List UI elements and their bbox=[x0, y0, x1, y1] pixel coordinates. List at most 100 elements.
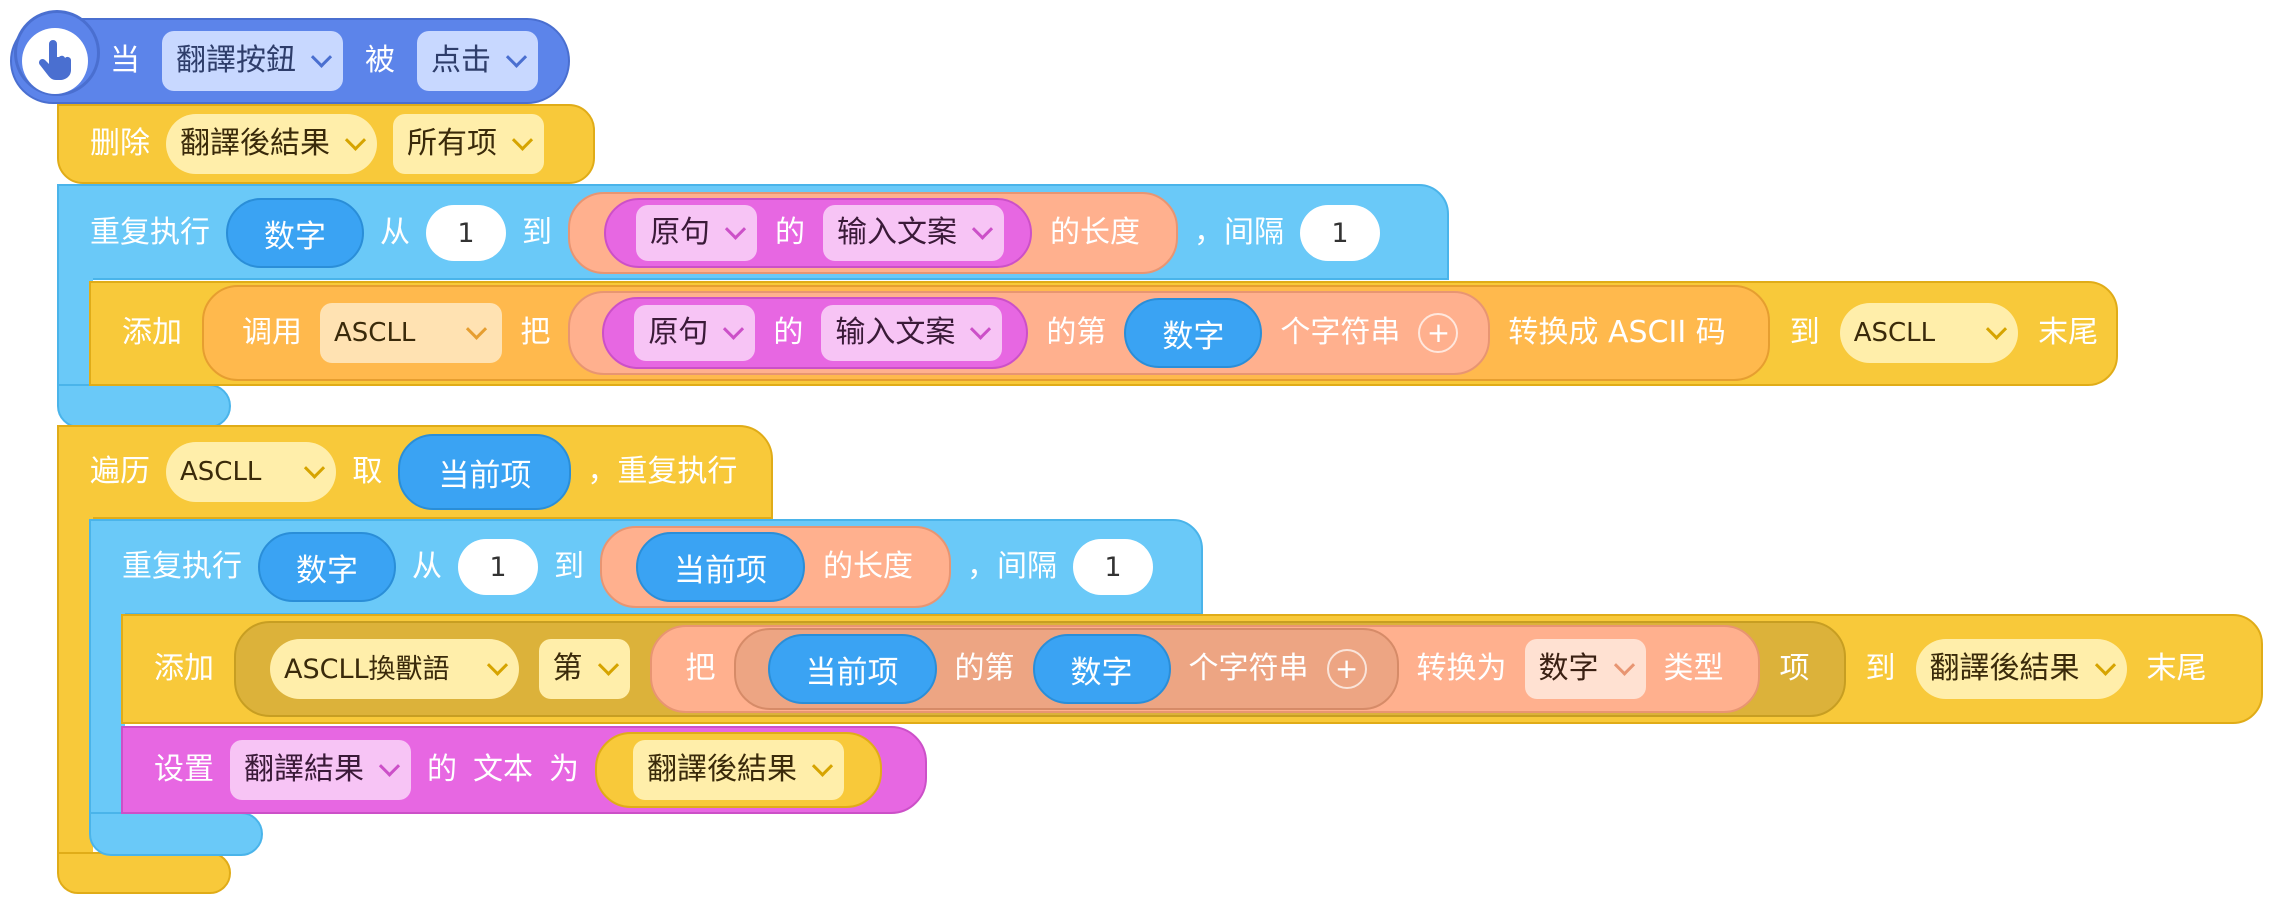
foreach-block-arm bbox=[57, 516, 93, 856]
event-action-dropdown[interactable]: 点击 bbox=[417, 31, 538, 91]
delete-which-value: 所有项 bbox=[407, 126, 497, 161]
repeat1-property-value: 输入文案 bbox=[837, 215, 957, 250]
repeat2-step-label: ，间隔 bbox=[967, 549, 1057, 584]
event-component-dropdown[interactable]: 翻譯按鈕 bbox=[162, 31, 343, 91]
add2-var-pill[interactable]: 数字 bbox=[1032, 634, 1171, 704]
set-value-value: 翻譯後結果 bbox=[647, 752, 797, 787]
add2-item-pill[interactable]: 当前项 bbox=[767, 634, 937, 704]
foreach-repeat-label: ，重复执行 bbox=[587, 454, 738, 489]
chevron-down-icon bbox=[811, 755, 834, 777]
add2-dict-dropdown[interactable]: ASCLL換獸語 bbox=[270, 639, 519, 699]
add2-type-dropdown[interactable]: 数字 bbox=[1524, 639, 1646, 699]
event-row: 当 翻譯按鈕 被 点击 bbox=[22, 22, 538, 100]
add1-end-label: 末尾 bbox=[2038, 315, 2099, 350]
delete-list-dropdown[interactable]: 翻譯後結果 bbox=[166, 114, 377, 174]
repeat2-label: 重复执行 bbox=[122, 549, 242, 584]
set-value-dropdown[interactable]: 翻譯後結果 bbox=[633, 740, 844, 800]
add1-property-value: 输入文案 bbox=[835, 315, 956, 350]
chevron-down-icon bbox=[724, 218, 747, 240]
add1-label: 添加 bbox=[122, 315, 182, 350]
foreach-list-dropdown[interactable]: ASCLL bbox=[166, 442, 337, 502]
add1-row: 添加 调用 ASCLL 把 原句 的 输入文案 的第 数字 个字符串 + bbox=[122, 285, 2099, 381]
delete-which-dropdown[interactable]: 所有项 bbox=[393, 114, 544, 174]
pointer-hand-icon bbox=[22, 28, 88, 94]
add1-nth-label: 的第 bbox=[1046, 315, 1107, 350]
foreach-block-bottom bbox=[57, 852, 231, 894]
add2-dict-reporter[interactable]: ASCLL換獸語 第 把 当前项 的第 数字 个字符串 + 转换为 数字 类型 … bbox=[234, 621, 1846, 717]
repeat1-step-label: ，间隔 bbox=[1194, 215, 1284, 250]
plus-icon[interactable]: + bbox=[1326, 649, 1367, 689]
add1-property-reporter[interactable]: 原句 的 输入文案 bbox=[602, 297, 1029, 369]
repeat2-to-label: 到 bbox=[554, 549, 584, 584]
set-of-label: 的 bbox=[427, 752, 457, 787]
repeat2-var-pill[interactable]: 数字 bbox=[258, 532, 396, 602]
add1-ba-label: 把 bbox=[520, 315, 551, 350]
repeat2-length-reporter[interactable]: 当前项 的长度 bbox=[600, 526, 951, 608]
add1-list-value: ASCLL bbox=[1853, 318, 1936, 348]
add2-end-label: 末尾 bbox=[2146, 651, 2207, 686]
add2-index-dropdown[interactable]: 第 bbox=[538, 639, 630, 699]
add1-func-dropdown[interactable]: ASCLL bbox=[320, 303, 503, 363]
repeat2-block-arm bbox=[89, 612, 125, 816]
chevron-down-icon bbox=[505, 46, 528, 68]
repeat1-length-label: 的长度 bbox=[1050, 215, 1140, 250]
repeat2-step-input[interactable]: 1 bbox=[1073, 539, 1153, 595]
chevron-down-icon bbox=[378, 755, 401, 777]
repeat1-object-value: 原句 bbox=[650, 215, 710, 250]
chevron-down-icon bbox=[304, 457, 326, 479]
add1-convert-label: 转换成 ASCII 码 bbox=[1508, 315, 1726, 350]
repeat1-var-pill[interactable]: 数字 bbox=[226, 198, 364, 268]
add1-list-dropdown[interactable]: ASCLL bbox=[1839, 303, 2019, 363]
set-prop-label: 文本 bbox=[473, 752, 533, 787]
repeat1-to-label: 到 bbox=[522, 215, 552, 250]
chevron-down-icon bbox=[486, 654, 508, 676]
repeat2-start-input[interactable]: 1 bbox=[458, 539, 538, 595]
add2-row: 添加 ASCLL換獸語 第 把 当前项 的第 数字 个字符串 + 转换为 数字 … bbox=[154, 621, 2207, 717]
chevron-down-icon bbox=[511, 129, 534, 151]
set-label: 设置 bbox=[154, 752, 214, 787]
repeat2-block-bottom bbox=[89, 812, 263, 856]
add1-call-reporter[interactable]: 调用 ASCLL 把 原句 的 输入文案 的第 数字 个字符串 + 转 bbox=[202, 285, 1770, 381]
foreach-list-value: ASCLL bbox=[180, 457, 262, 487]
delete-list-value: 翻譯後結果 bbox=[180, 126, 330, 161]
repeat1-from-label: 从 bbox=[380, 215, 410, 250]
repeat2-length-label: 的长度 bbox=[823, 549, 913, 584]
add2-nth-label: 的第 bbox=[954, 651, 1015, 686]
set-component-value: 翻譯結果 bbox=[244, 752, 364, 787]
foreach-item-pill[interactable]: 当前项 bbox=[398, 434, 572, 510]
event-component-value: 翻譯按鈕 bbox=[176, 43, 296, 78]
add2-index-value: 第 bbox=[552, 651, 583, 686]
add1-func-value: ASCLL bbox=[334, 318, 416, 348]
chevron-down-icon bbox=[970, 318, 992, 340]
set-value-reporter[interactable]: 翻譯後結果 bbox=[595, 732, 882, 808]
add2-type-label: 类型 bbox=[1663, 651, 1724, 686]
add2-list-dropdown[interactable]: 翻譯後結果 bbox=[1915, 639, 2127, 699]
add1-substring-reporter[interactable]: 原句 的 输入文案 的第 数字 个字符串 + bbox=[568, 291, 1491, 375]
set-component-dropdown[interactable]: 翻譯結果 bbox=[230, 740, 411, 800]
repeat1-object-dropdown[interactable]: 原句 bbox=[636, 205, 757, 261]
add2-ba-label: 把 bbox=[685, 651, 716, 686]
repeat2-from-label: 从 bbox=[412, 549, 442, 584]
plus-icon[interactable]: + bbox=[1418, 313, 1459, 353]
repeat1-length-reporter[interactable]: 原句 的 输入文案 的长度 bbox=[568, 192, 1178, 274]
add2-convert-reporter[interactable]: 把 当前项 的第 数字 个字符串 + 转换为 数字 类型 bbox=[649, 625, 1760, 713]
add1-object-dropdown[interactable]: 原句 bbox=[634, 305, 756, 361]
foreach-label: 遍历 bbox=[90, 454, 150, 489]
add2-dict-value: ASCLL換獸語 bbox=[284, 653, 450, 685]
chevron-down-icon bbox=[2094, 654, 2116, 676]
repeat1-property-dropdown[interactable]: 输入文案 bbox=[823, 205, 1004, 261]
add1-var-pill[interactable]: 数字 bbox=[1124, 298, 1263, 368]
add2-type-value: 数字 bbox=[1538, 651, 1599, 686]
chevron-down-icon bbox=[344, 129, 367, 151]
delete-row: 删除 翻譯後結果 所有项 bbox=[90, 112, 544, 176]
add2-substring-reporter[interactable]: 当前项 的第 数字 个字符串 + bbox=[733, 628, 1399, 710]
chevron-down-icon bbox=[310, 46, 333, 68]
repeat1-step-input[interactable]: 1 bbox=[1300, 205, 1380, 261]
repeat1-start-input[interactable]: 1 bbox=[426, 205, 506, 261]
repeat2-item-pill[interactable]: 当前项 bbox=[636, 532, 805, 602]
repeat1-of-label: 的 bbox=[775, 215, 805, 250]
chevron-down-icon bbox=[466, 318, 488, 340]
add1-property-dropdown[interactable]: 输入文案 bbox=[821, 305, 1003, 361]
add1-substr-label: 个字符串 bbox=[1280, 315, 1401, 350]
repeat1-property-reporter[interactable]: 原句 的 输入文案 bbox=[604, 198, 1032, 268]
